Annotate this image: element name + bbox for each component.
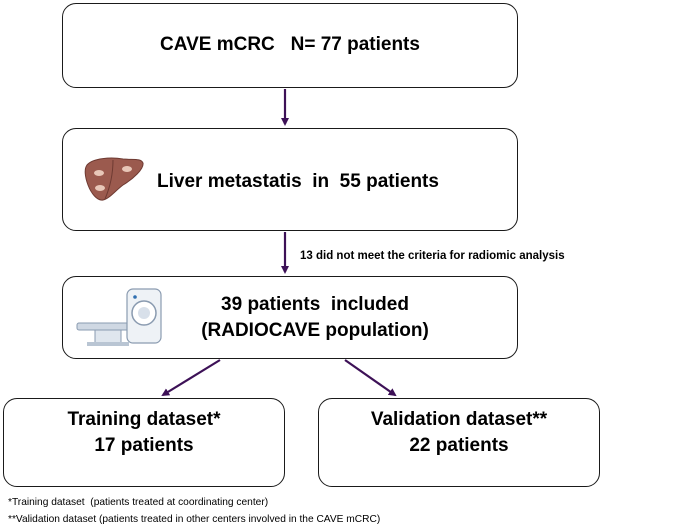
included-line1: 39 patients included xyxy=(221,294,409,315)
validation-line2: 22 patients xyxy=(409,435,509,456)
arrow-included-to-validation xyxy=(344,359,397,397)
liver-box: Liver metastatis in 55 patients xyxy=(62,128,518,231)
arrow-included-to-training xyxy=(161,359,221,397)
liver-icon xyxy=(83,155,145,208)
validation-line1: Validation dataset** xyxy=(370,409,548,430)
included-line2: (RADIOCAVE population) xyxy=(201,320,429,341)
cohort-box: CAVE mCRC N= 77 patients xyxy=(62,3,518,88)
training-box: Training dataset* 17 patients xyxy=(3,398,285,487)
ct-scanner-icon xyxy=(73,285,169,354)
footnote-validation: **Validation dataset (patients treated i… xyxy=(8,514,381,525)
training-line1: Training dataset* xyxy=(67,409,221,430)
validation-box: Validation dataset** 22 patients xyxy=(318,398,600,487)
footnote-training: *Training dataset (patients treated at c… xyxy=(8,497,269,508)
liver-label: Liver metastatis in 55 patients xyxy=(157,171,439,192)
included-box: 39 patients included (RADIOCAVE populati… xyxy=(62,276,518,359)
exclusion-note: 13 did not meet the criteria for radiomi… xyxy=(300,250,565,262)
cohort-label: CAVE mCRC N= 77 patients xyxy=(160,34,420,55)
training-line2: 17 patients xyxy=(94,435,194,456)
